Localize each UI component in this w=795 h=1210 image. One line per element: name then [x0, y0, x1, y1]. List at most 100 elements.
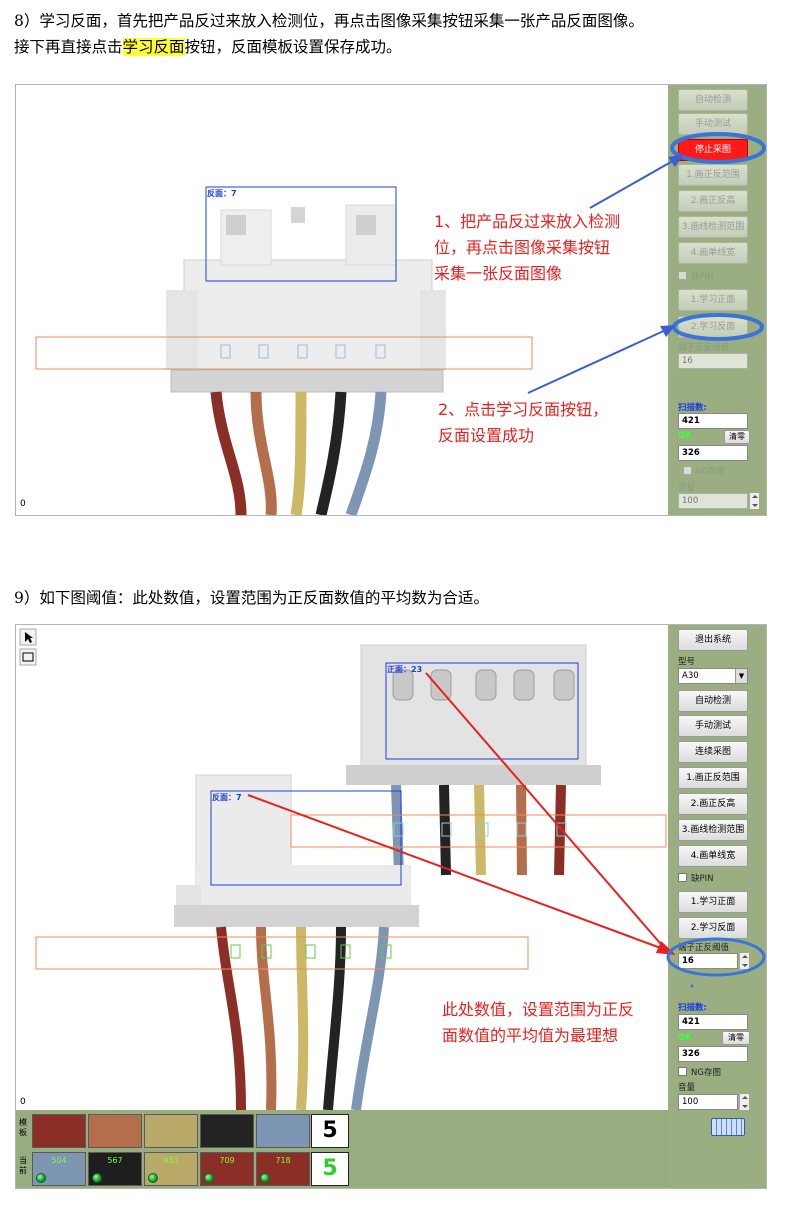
ng-save-label: NG存图 [695, 467, 725, 477]
ok-status-icon [148, 1173, 158, 1183]
model-select-value: A30 [682, 671, 699, 681]
current-thumbnail-value: 567 [107, 1156, 123, 1165]
ok-status-icon [92, 1173, 102, 1183]
draw-height-button-2[interactable]: 2.画正反高 [678, 793, 748, 815]
annotation-step1: 1、把产品反过来放入检测 位，再点击图像采集按钮 采集一张反面图像 [434, 209, 620, 287]
missing-pin-label: 缺PIN [691, 272, 714, 282]
roi-front-label: 正面：23 [387, 665, 423, 674]
threshold-field-2[interactable]: 16 [678, 953, 738, 969]
step8-line1: 8）学习反面，首先把产品反过来放入检测位，再点击图像采集按钮采集一张产品反面图像… [14, 12, 644, 30]
step8-line2-post: 按钮，反面模板设置保存成功。 [184, 38, 402, 56]
learn-back-button-2[interactable]: 2.学习反面 [678, 917, 748, 939]
screenshot-threshold: 正面：23 反面：7 0 退出系统 型号 A30 ▼ 自动检测 手动测试 连续采图… [15, 624, 767, 1189]
annotation-step1-line1: 1、把产品反过来放入检测 [434, 212, 621, 231]
current-thumbnail-value: 718 [275, 1156, 291, 1165]
scan-count-field: 421 [678, 413, 748, 429]
template-count: 5 [311, 1114, 349, 1148]
learn-back-button[interactable]: 2.学习反面 [678, 316, 748, 338]
roi-back-label-2: 反面：7 [212, 793, 242, 802]
draw-height-button[interactable]: 2.画正反高 [678, 190, 748, 212]
control-panel-2: 退出系统 型号 A30 ▼ 自动检测 手动测试 连续采图 1.画正反范围 2.画正… [668, 625, 766, 1188]
current-count: 5 [311, 1152, 349, 1186]
line-width-button-2[interactable]: 4.画单线宽 [678, 845, 748, 867]
template-row-label: 模板 [19, 1118, 27, 1137]
draw-range-button-2[interactable]: 1.画正反范围 [678, 767, 748, 789]
ok-count-field: 326 [678, 445, 748, 461]
step9-text: 9）如下图阈值：此处数值，设置范围为正反面数值的平均数为合适。 [14, 585, 489, 611]
scan-count-label-2: 扫描数: [678, 1003, 707, 1013]
current-thumbnail: 504 [32, 1152, 86, 1186]
ok-status-icon [260, 1173, 270, 1183]
chevron-down-icon[interactable]: ▼ [735, 669, 747, 683]
ng-save-checkbox[interactable] [683, 466, 692, 475]
volume-spinner-2[interactable] [739, 1094, 749, 1110]
thumbnail-strip: 模板 当前 504 567 431 709 718 5 5 [16, 1110, 668, 1188]
ok-status-icon [36, 1173, 46, 1183]
model-label: 型号 [678, 657, 696, 667]
current-thumbnail-value: 709 [219, 1156, 235, 1165]
control-panel: 自动检测 手动测试 停止采图 1.画正反范围 2.画正反高 3.画线检测范围 4… [668, 85, 766, 515]
current-thumbnail-value: 504 [51, 1156, 67, 1165]
threshold-label-2: 端子正反阈值 [678, 943, 730, 953]
missing-pin-checkbox-2[interactable] [678, 873, 687, 882]
annotation-step1-line3: 采集一张反面图像 [434, 264, 563, 283]
learn-front-button[interactable]: 1.学习正面 [678, 289, 748, 311]
current-row-label: 当前 [19, 1156, 27, 1175]
template-thumbnail [200, 1114, 254, 1148]
highlighted-learn-back: 学习反面 [122, 38, 185, 56]
ng-save-checkbox-2[interactable] [678, 1067, 687, 1076]
origin-zero-label: 0 [20, 499, 26, 509]
step9-line1: 9）如下图阈值：此处数值，设置范围为正反面数值的平均数为合适。 [14, 589, 489, 607]
template-thumbnail [144, 1114, 198, 1148]
volume-spinner[interactable] [749, 493, 759, 509]
auto-detect-button-2[interactable]: 自动检测 [678, 690, 748, 712]
ok-count-label-2: OK [678, 1033, 692, 1043]
clear-button[interactable]: 清零 [724, 430, 750, 444]
origin-zero-label-2: 0 [20, 1097, 26, 1107]
line-range-button-2[interactable]: 3.画线检测范围 [678, 819, 748, 841]
manual-test-button-2[interactable]: 手动测试 [678, 715, 748, 737]
stop-capture-button[interactable]: 停止采图 [678, 139, 748, 161]
volume-label: 音量 [678, 483, 696, 493]
template-thumbnail [32, 1114, 86, 1148]
template-thumbnail [256, 1114, 310, 1148]
threshold-field[interactable]: 16 [678, 353, 748, 369]
step8-line2-pre: 接下再直接点击 [14, 38, 123, 56]
ok-count-field-2: 326 [678, 1046, 748, 1062]
ng-save-label-2: NG存图 [691, 1068, 721, 1078]
learn-front-button-2[interactable]: 1.学习正面 [678, 891, 748, 913]
scan-count-label: 扫描数: [678, 403, 707, 413]
roi-back-label: 反面：7 [207, 189, 237, 198]
missing-pin-checkbox[interactable] [678, 271, 687, 280]
screenshot-learn-back: 反面：7 0 自动检测 手动测试 停止采图 1.画正反范围 2.画正反高 3.画… [15, 84, 767, 516]
ok-count-label: OK [678, 431, 692, 441]
draw-range-button[interactable]: 1.画正反范围 [678, 164, 748, 186]
current-thumbnail: 718 [256, 1152, 310, 1186]
connector-image [35, 186, 533, 515]
current-thumbnail-value: 431 [163, 1156, 179, 1165]
threshold-spinner[interactable] [739, 953, 749, 969]
line-range-button[interactable]: 3.画线检测范围 [678, 216, 748, 238]
volume-label-2: 音量 [678, 1083, 696, 1093]
annotation-step2-line1: 2、点击学习反面按钮， [438, 400, 609, 419]
threshold-label: 端子正反阈值 [678, 343, 730, 353]
ok-status-icon [204, 1173, 214, 1183]
scan-count-field-2: 421 [678, 1014, 748, 1030]
annotation-step1-line2: 位，再点击图像采集按钮 [434, 238, 611, 257]
manual-test-button[interactable]: 手动测试 [678, 113, 748, 135]
model-select[interactable]: A30 ▼ [678, 668, 748, 684]
exit-system-button[interactable]: 退出系统 [678, 629, 748, 651]
annotation-threshold: 此处数值，设置范围为正反 面数值的平均值为最理想 [442, 997, 634, 1049]
line-width-button[interactable]: 4.画单线宽 [678, 242, 748, 264]
volume-field[interactable]: 100 [678, 493, 748, 509]
annotation-threshold-line2: 面数值的平均值为最理想 [442, 1026, 619, 1045]
clear-button-2[interactable]: 清零 [722, 1031, 750, 1045]
auto-detect-button[interactable]: 自动检测 [678, 89, 748, 111]
annotation-step2: 2、点击学习反面按钮， 反面设置成功 [438, 397, 608, 449]
missing-pin-label-2: 缺PIN [691, 874, 714, 884]
current-thumbnail: 431 [144, 1152, 198, 1186]
keyboard-icon[interactable] [711, 1118, 745, 1136]
template-thumbnail [88, 1114, 142, 1148]
continuous-capture-button[interactable]: 连续采图 [678, 741, 748, 763]
volume-field-2[interactable]: 100 [678, 1094, 738, 1110]
